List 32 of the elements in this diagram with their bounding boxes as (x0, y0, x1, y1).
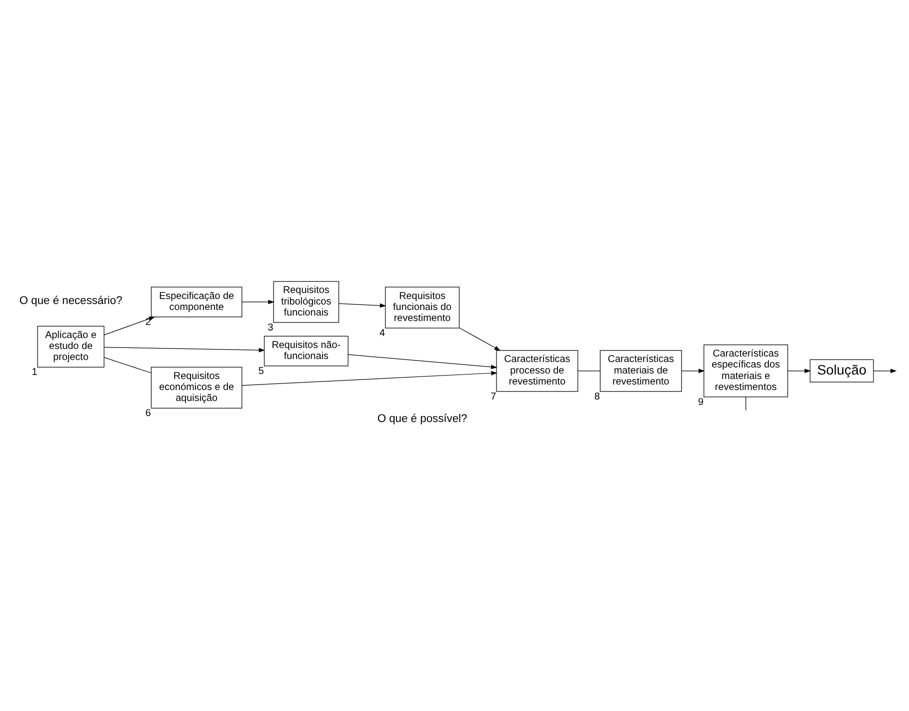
arrow (104, 316, 156, 335)
arrow (873, 368, 897, 373)
arrow (788, 368, 811, 373)
arrow (242, 370, 498, 386)
connector (104, 356, 152, 373)
node-label: 5 (258, 365, 264, 376)
node-label: 6 (145, 408, 151, 419)
node-box: Solução (810, 358, 874, 382)
label: O que é possível? (377, 412, 468, 425)
node-label: 4 (379, 328, 386, 339)
node-box: Características específicas dos materiais e revestimentos (704, 344, 788, 397)
connector (578, 370, 600, 371)
node-box: Características processo de revestimento (496, 350, 578, 392)
node-box: Requisitos funcionais do revestimento (385, 286, 460, 328)
arrow (242, 299, 274, 304)
node-box: Aplicação e estudo de projecto (37, 325, 104, 367)
label: O que é necessário? (19, 294, 122, 307)
arrow (459, 327, 501, 350)
node-label: 9 (698, 396, 704, 408)
arrow (348, 354, 498, 369)
node-box: Características materiais de revestimento (600, 350, 682, 392)
arrow (104, 346, 266, 352)
node-label: 7 (490, 390, 496, 402)
node-box: Requisitos económicos e de aquisição (150, 366, 242, 408)
node-label: 1 (32, 366, 38, 378)
node-label: 8 (594, 390, 600, 402)
node-box: Requisitos não-funcionais (264, 335, 348, 366)
arrow (338, 302, 386, 308)
arrow (681, 368, 705, 373)
node-label: 3 (268, 322, 274, 333)
node-box: Especificação de componente (150, 286, 242, 317)
node-box: Requisitos tribológicos funcionais (273, 280, 340, 322)
